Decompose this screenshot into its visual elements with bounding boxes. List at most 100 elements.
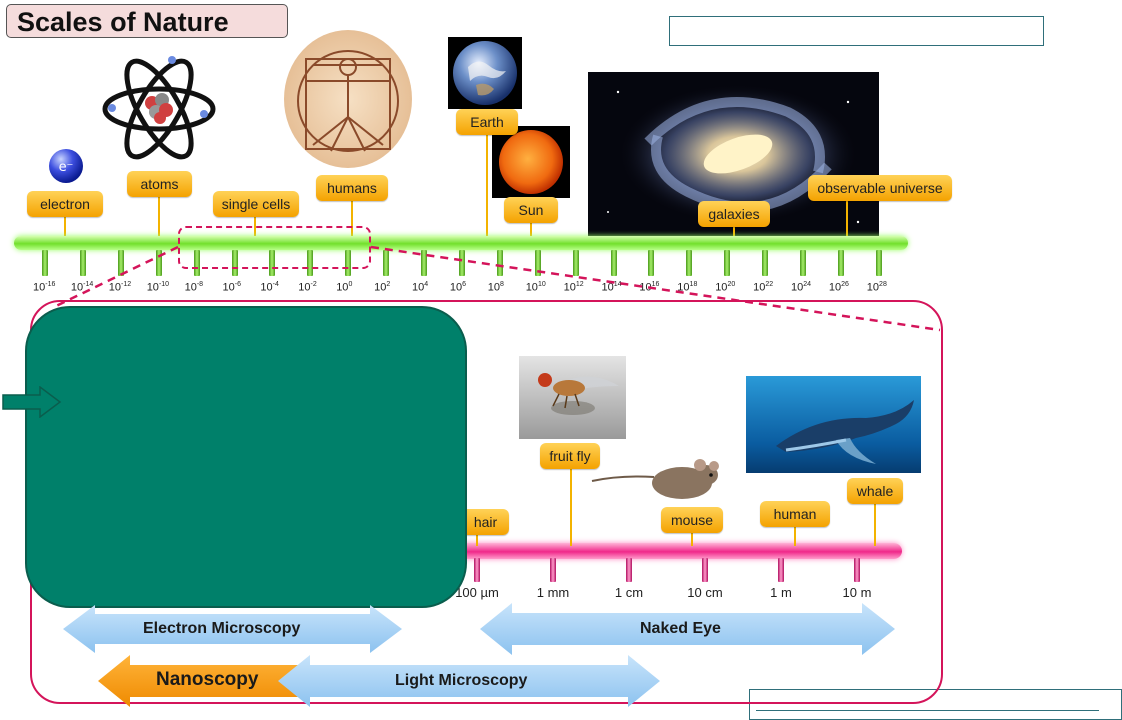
label-earth: Earth [456, 109, 518, 135]
fruit-fly-image [519, 356, 626, 439]
label-single-cells: single cells [213, 191, 299, 217]
top-axis-tick-label: 10-4 [260, 281, 279, 294]
bottom-axis-tick [550, 558, 556, 582]
top-axis-tick [345, 250, 352, 276]
top-axis-tick-label: 1020 [715, 281, 736, 294]
bottom-axis-tick-label: 1 mm [536, 585, 570, 600]
naked-eye-label: Naked Eye [640, 620, 721, 637]
top-axis-tick-label: 1014 [601, 281, 622, 294]
label-whale: whale [847, 478, 903, 504]
top-axis-tick [421, 250, 427, 276]
sun-stem [530, 222, 532, 238]
top-axis-tick [572, 250, 579, 276]
whale-image [746, 376, 921, 473]
top-axis-tick-label: 10-2 [298, 281, 317, 294]
top-axis-tick-label: 10-16 [33, 281, 56, 294]
humans-stem [351, 200, 353, 238]
human-stem [794, 526, 796, 546]
label-human: human [760, 501, 830, 527]
top-axis-tick [307, 250, 314, 276]
bottom-axis-tick-label: 10 cm [687, 585, 723, 600]
top-scale-axis [14, 236, 908, 250]
top-axis-tick [117, 250, 124, 276]
top-axis-tick [42, 250, 48, 276]
top-axis-tick [724, 250, 731, 276]
top-axis-tick-label: 1026 [828, 281, 849, 294]
top-axis-tick-label: 1012 [563, 281, 584, 294]
label-fruit-fly: fruit fly [540, 443, 600, 469]
label-observable-universe: observable universe [808, 175, 952, 201]
teal-overlay-panel [25, 306, 467, 608]
top-axis-tick-label: 10-10 [146, 281, 170, 294]
bottom-axis-tick-label: 10 m [842, 585, 872, 600]
electron-microscopy-label: Electron Microscopy [143, 620, 301, 637]
top-axis-tick-label: 1016 [639, 281, 660, 294]
earth-stem [486, 135, 488, 238]
text-box-underline [756, 710, 1099, 711]
top-axis-tick-label: 104 [412, 281, 429, 294]
mouse-stem [691, 532, 693, 546]
top-axis-tick-label: 10-6 [222, 281, 241, 294]
bottom-axis-tick-label: 1 cm [614, 585, 644, 600]
label-hair: hair [462, 509, 509, 535]
electron-symbol: e⁻ [59, 160, 74, 175]
mouse-image [591, 459, 719, 499]
bottom-axis-tick-label: 1 m [770, 585, 792, 600]
top-axis-tick [383, 250, 390, 276]
top-axis-tick-label: 100 [336, 281, 353, 294]
top-axis-tick-label: 10-12 [108, 281, 132, 294]
label-electron: electron [27, 191, 103, 217]
light-microscopy-label: Light Microscopy [395, 672, 528, 689]
top-axis-tick [269, 250, 276, 276]
top-axis-tick [610, 250, 617, 276]
observable-universe-stem [846, 200, 848, 238]
label-atoms: atoms [127, 171, 192, 197]
top-axis-tick-label: 1028 [866, 281, 887, 294]
top-axis-tick [458, 250, 465, 276]
top-axis-tick [534, 250, 541, 276]
label-galaxies: galaxies [698, 201, 770, 227]
top-empty-text-box[interactable] [669, 16, 1044, 46]
top-axis-tick-label: 1024 [791, 281, 812, 294]
atom-icon [102, 56, 216, 160]
top-axis-tick [496, 250, 503, 276]
bottom-axis-tick [702, 558, 708, 582]
whale-stem [874, 502, 876, 546]
top-axis-tick [648, 250, 655, 276]
top-axis-tick-label: 102 [374, 281, 391, 294]
top-axis-tick [155, 250, 162, 276]
sun-image [492, 126, 570, 198]
hair-stem [476, 534, 478, 546]
top-axis-tick-label: 108 [487, 281, 504, 294]
bottom-scale-axis [456, 543, 902, 559]
electron-stem [64, 216, 66, 238]
bottom-axis-tick [474, 558, 480, 582]
atoms-stem [158, 196, 160, 238]
fruit-fly-stem [570, 466, 572, 546]
bottom-axis-tick [854, 558, 860, 582]
nanoscopy-label: Nanoscopy [156, 669, 259, 690]
page-title: Scales of Nature [6, 4, 288, 38]
top-axis-tick [231, 250, 238, 276]
top-axis-tick [686, 250, 693, 276]
bottom-axis-tick [778, 558, 784, 582]
label-humans: humans [316, 175, 388, 201]
bottom-axis-tick [626, 558, 632, 582]
top-axis-tick-label: 1022 [753, 281, 774, 294]
top-axis-tick-label: 10-8 [184, 281, 204, 294]
bottom-axis-tick-label: 100 µm [455, 585, 499, 600]
top-axis-tick-label: 106 [449, 281, 467, 294]
earth-image [448, 37, 522, 109]
top-axis-tick-label: 1018 [677, 281, 698, 294]
top-axis-tick [837, 250, 844, 276]
top-axis-tick-label: 10-14 [70, 281, 94, 294]
galaxies-stem [733, 226, 735, 238]
top-axis-tick-label: 1010 [525, 281, 546, 294]
top-axis-tick [79, 250, 86, 276]
vitruvian-man-image [284, 30, 412, 168]
top-axis-tick [800, 250, 806, 276]
top-axis-tick [762, 250, 769, 276]
label-sun: Sun [504, 197, 558, 223]
arrow-right-icon [2, 386, 62, 418]
top-axis-tick [875, 250, 882, 276]
